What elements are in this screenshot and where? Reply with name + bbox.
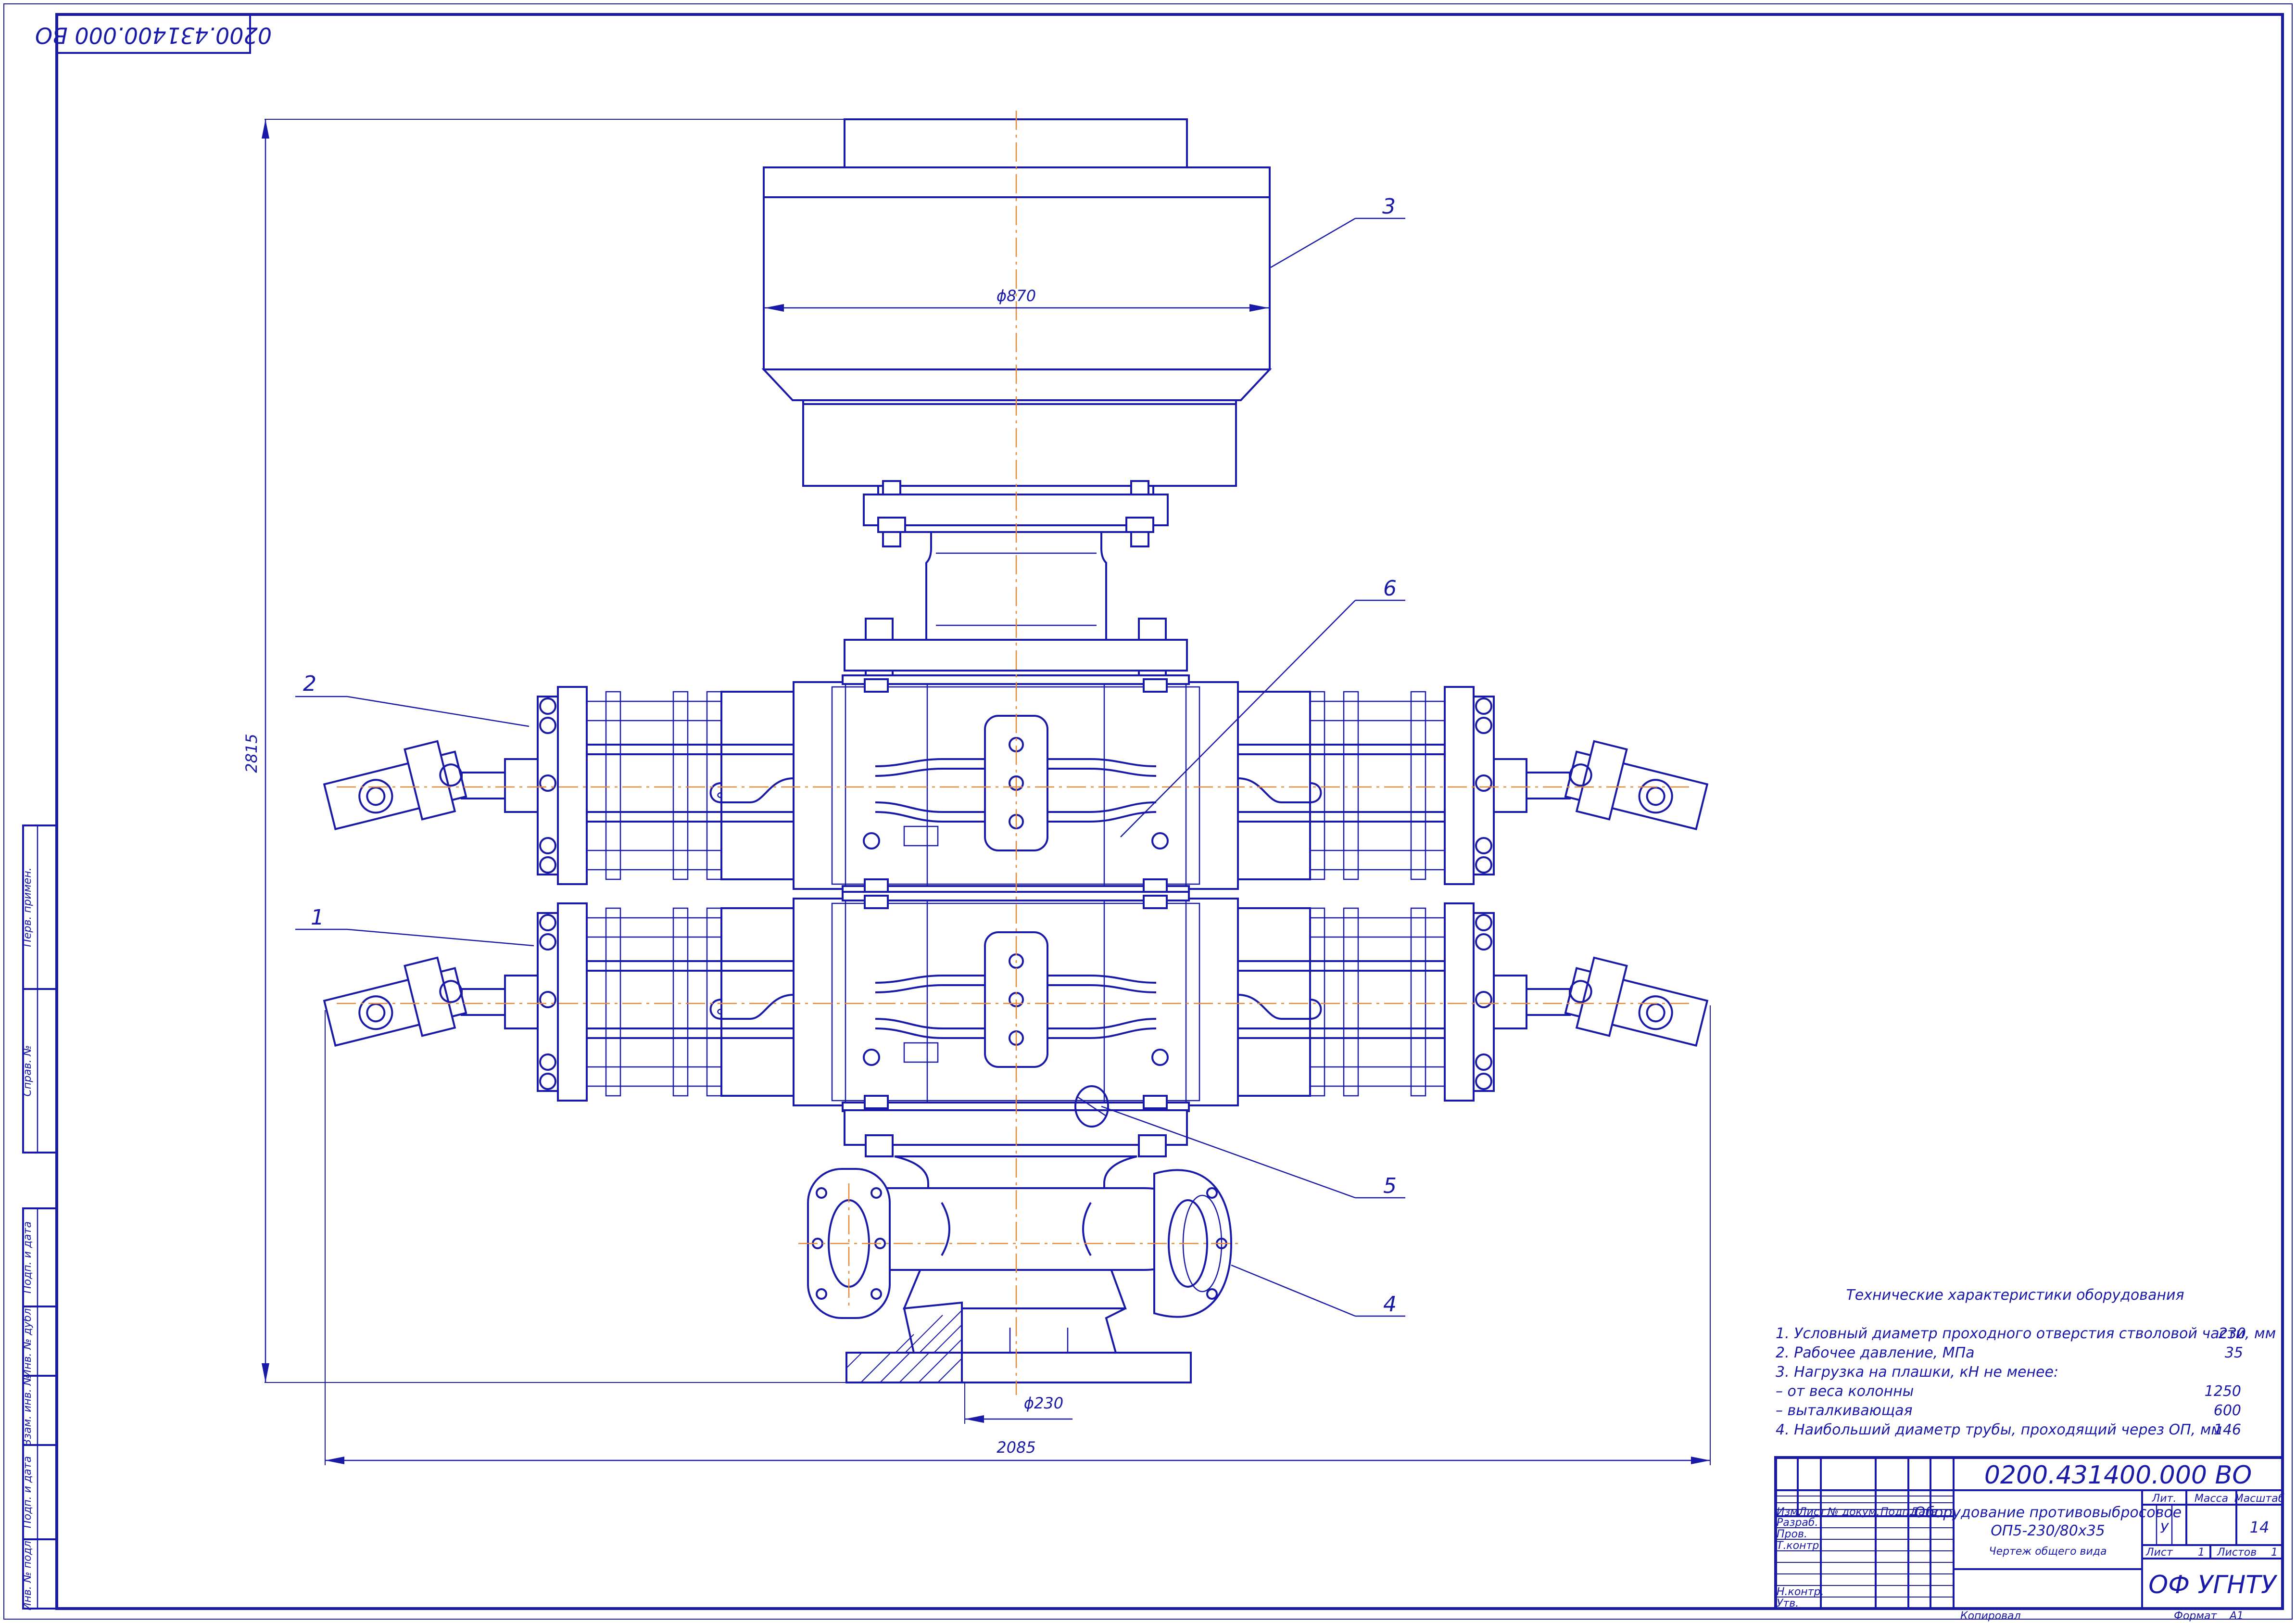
- tb-sheets-label: Листов: [2217, 1547, 2257, 1559]
- side-stamp-column: Перв. примен. Справ. № Подп. и дата Инв.…: [22, 824, 58, 1610]
- callout-6: 6: [1120, 576, 1405, 837]
- spec-row-2-text: 2. Рабочее давление, МПа: [1776, 1344, 1975, 1361]
- tb-drawing-code: 0200.431400.000 ВО: [1984, 1461, 2252, 1490]
- dim-w2085-text: 2085: [997, 1438, 1035, 1457]
- tb-tkontr: Т.контр.: [1777, 1540, 1822, 1552]
- tb-mass: Масса: [2195, 1493, 2228, 1505]
- callout-5-label: 5: [1383, 1174, 1397, 1198]
- cross-fitting: [807, 1155, 1233, 1383]
- tb-title-line1: Оборудование противовыбросовое: [1914, 1504, 2182, 1521]
- spec-row-5-text: – выталкивающая: [1776, 1402, 1913, 1419]
- callout-4-label: 4: [1383, 1292, 1397, 1317]
- technical-specs: Технические характеристики оборудования …: [1776, 1287, 2276, 1438]
- tb-scale-label: Масштаб: [2234, 1493, 2285, 1505]
- tb-organization: ОФ УГНТУ: [2148, 1571, 2278, 1599]
- dimension-d870: ϕ870: [765, 287, 1269, 312]
- spec-row-5-value: 600: [2214, 1402, 2241, 1419]
- spec-row-1-text: 1. Условный диаметр проходного отверстия…: [1776, 1325, 2276, 1342]
- dimension-w2085: 2085: [325, 1005, 1711, 1465]
- stamp-sprav: Справ. №: [22, 1045, 34, 1096]
- callout-2-label: 2: [303, 672, 316, 696]
- tb-doc: № докум.: [1827, 1506, 1880, 1518]
- tb-izm: Изм.: [1777, 1506, 1802, 1518]
- tb-nkontr: Н.контр.: [1777, 1586, 1824, 1598]
- dim-d230-text: ϕ230: [1024, 1394, 1063, 1412]
- tb-list: Лист: [1798, 1506, 1826, 1518]
- stamp-perv-primen: Перв. примен.: [22, 867, 34, 947]
- callout-4: 4: [1231, 1264, 1405, 1317]
- tb-scale-value: 14: [2250, 1518, 2270, 1536]
- format-value: А1: [2229, 1610, 2244, 1622]
- tb-title-line3: Чертеж общего вида: [1989, 1546, 2107, 1558]
- format-label: Формат: [2174, 1610, 2217, 1622]
- stamp-vzam-inv: Взам. инв. №: [22, 1374, 34, 1446]
- tb-razrab: Разраб.: [1777, 1517, 1818, 1529]
- tb-sheets-value: 1: [2271, 1547, 2278, 1559]
- spec-row-4-text: – от веса колонны: [1776, 1383, 1914, 1400]
- tb-lit: Лит.: [2152, 1493, 2177, 1505]
- callout-1-label: 1: [311, 905, 324, 930]
- spec-row-4-value: 1250: [2205, 1383, 2241, 1400]
- tb-sheet-label: Лист: [2145, 1547, 2173, 1559]
- stamp-inv-podl: Инв. № подл.: [22, 1537, 34, 1610]
- callout-5: 5: [1101, 1105, 1405, 1199]
- spec-row-6-value: 146: [2214, 1421, 2241, 1438]
- tb-date: Дата: [1910, 1506, 1938, 1518]
- callout-2: 2: [295, 672, 530, 727]
- tb-letter: У: [2160, 1520, 2169, 1536]
- outer-border: [3, 3, 2293, 1620]
- callout-3-label: 3: [1382, 194, 1396, 219]
- stamp-podp-data-1: Подп. и дата: [22, 1221, 34, 1293]
- callout-1: 1: [295, 905, 534, 947]
- dim-h2815-text: 2815: [242, 734, 261, 773]
- annular-preventer: [761, 118, 1272, 487]
- spec-row-3-text: 3. Нагрузка на плашки, кН не менее:: [1776, 1364, 2058, 1381]
- tb-sheet-value: 1: [2198, 1547, 2205, 1559]
- spec-row-1-value: 230: [2219, 1325, 2246, 1342]
- copied-label: Копировал: [1960, 1610, 2021, 1622]
- callout-3: 3: [1270, 194, 1405, 268]
- stamp-inv-dubl: Инв. № дубл.: [22, 1305, 34, 1378]
- dimension-h2815: 2815: [242, 119, 846, 1383]
- section-hatch: [846, 1310, 962, 1383]
- check-valve-5: [1074, 1085, 1109, 1128]
- specs-title: Технические характеристики оборудования: [1846, 1287, 2184, 1304]
- dimension-d230: ϕ230: [964, 1382, 1072, 1424]
- title-block: Изм. Лист № докум. Подп. Дата Разраб. Пр…: [1774, 1456, 2285, 1610]
- callout-6-label: 6: [1383, 576, 1397, 601]
- tb-title-line2: ОП5-230/80х35: [1991, 1522, 2105, 1539]
- tb-sign: Подп.: [1880, 1506, 1913, 1518]
- tb-utv: Утв.: [1777, 1598, 1799, 1610]
- stamp-podp-data-2: Подп. и дата: [22, 1456, 34, 1528]
- rotated-code-stamp: 0200.431400.000 ВО: [35, 13, 272, 54]
- spec-row-2-value: 35: [2225, 1344, 2243, 1361]
- dim-d870-text: ϕ870: [997, 287, 1036, 305]
- rotated-code-text: 0200.431400.000 ВО: [35, 23, 272, 49]
- tb-prov: Пров.: [1777, 1528, 1807, 1540]
- drawing-frame: [55, 13, 2284, 1610]
- spec-row-6-text: 4. Наибольший диаметр трубы, проходящий …: [1776, 1421, 2222, 1438]
